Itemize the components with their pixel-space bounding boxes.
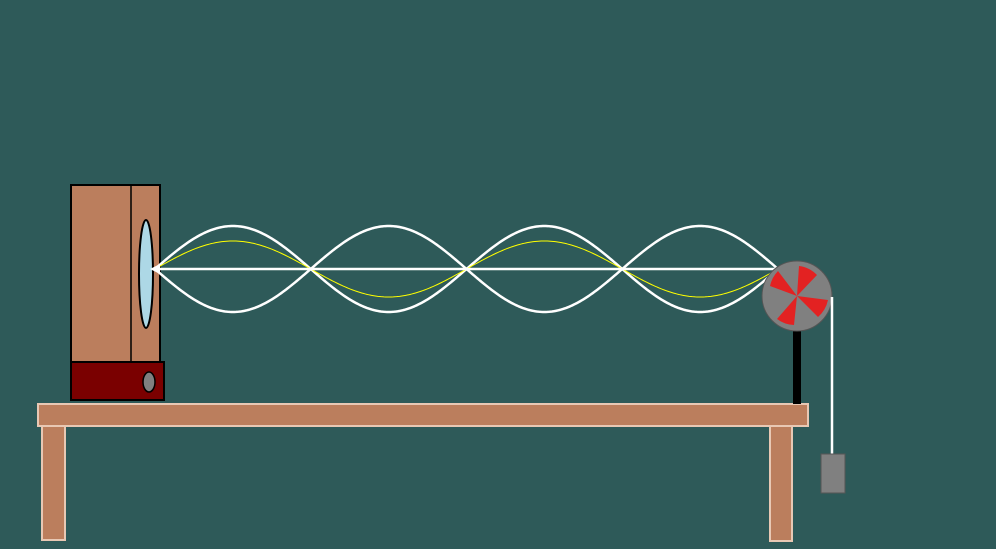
string-attachment-point: [150, 264, 160, 274]
pulley-segment-3: [797, 296, 828, 317]
pulley-assembly: [761, 260, 846, 494]
hanging-weight: [820, 453, 846, 494]
vibrator: [70, 184, 165, 401]
table-top: [37, 403, 809, 427]
pulley-segment-4: [777, 296, 797, 325]
table-leg-left: [41, 423, 66, 541]
vibrator-plate: [138, 219, 154, 329]
table: [37, 403, 809, 542]
standing-wave: [150, 224, 779, 314]
pulley-stand: [793, 318, 801, 404]
pulley-segment-1: [770, 271, 797, 296]
pulley-segment-2: [797, 266, 817, 296]
table-leg-right: [769, 423, 793, 542]
vibrator-knob: [142, 371, 156, 393]
